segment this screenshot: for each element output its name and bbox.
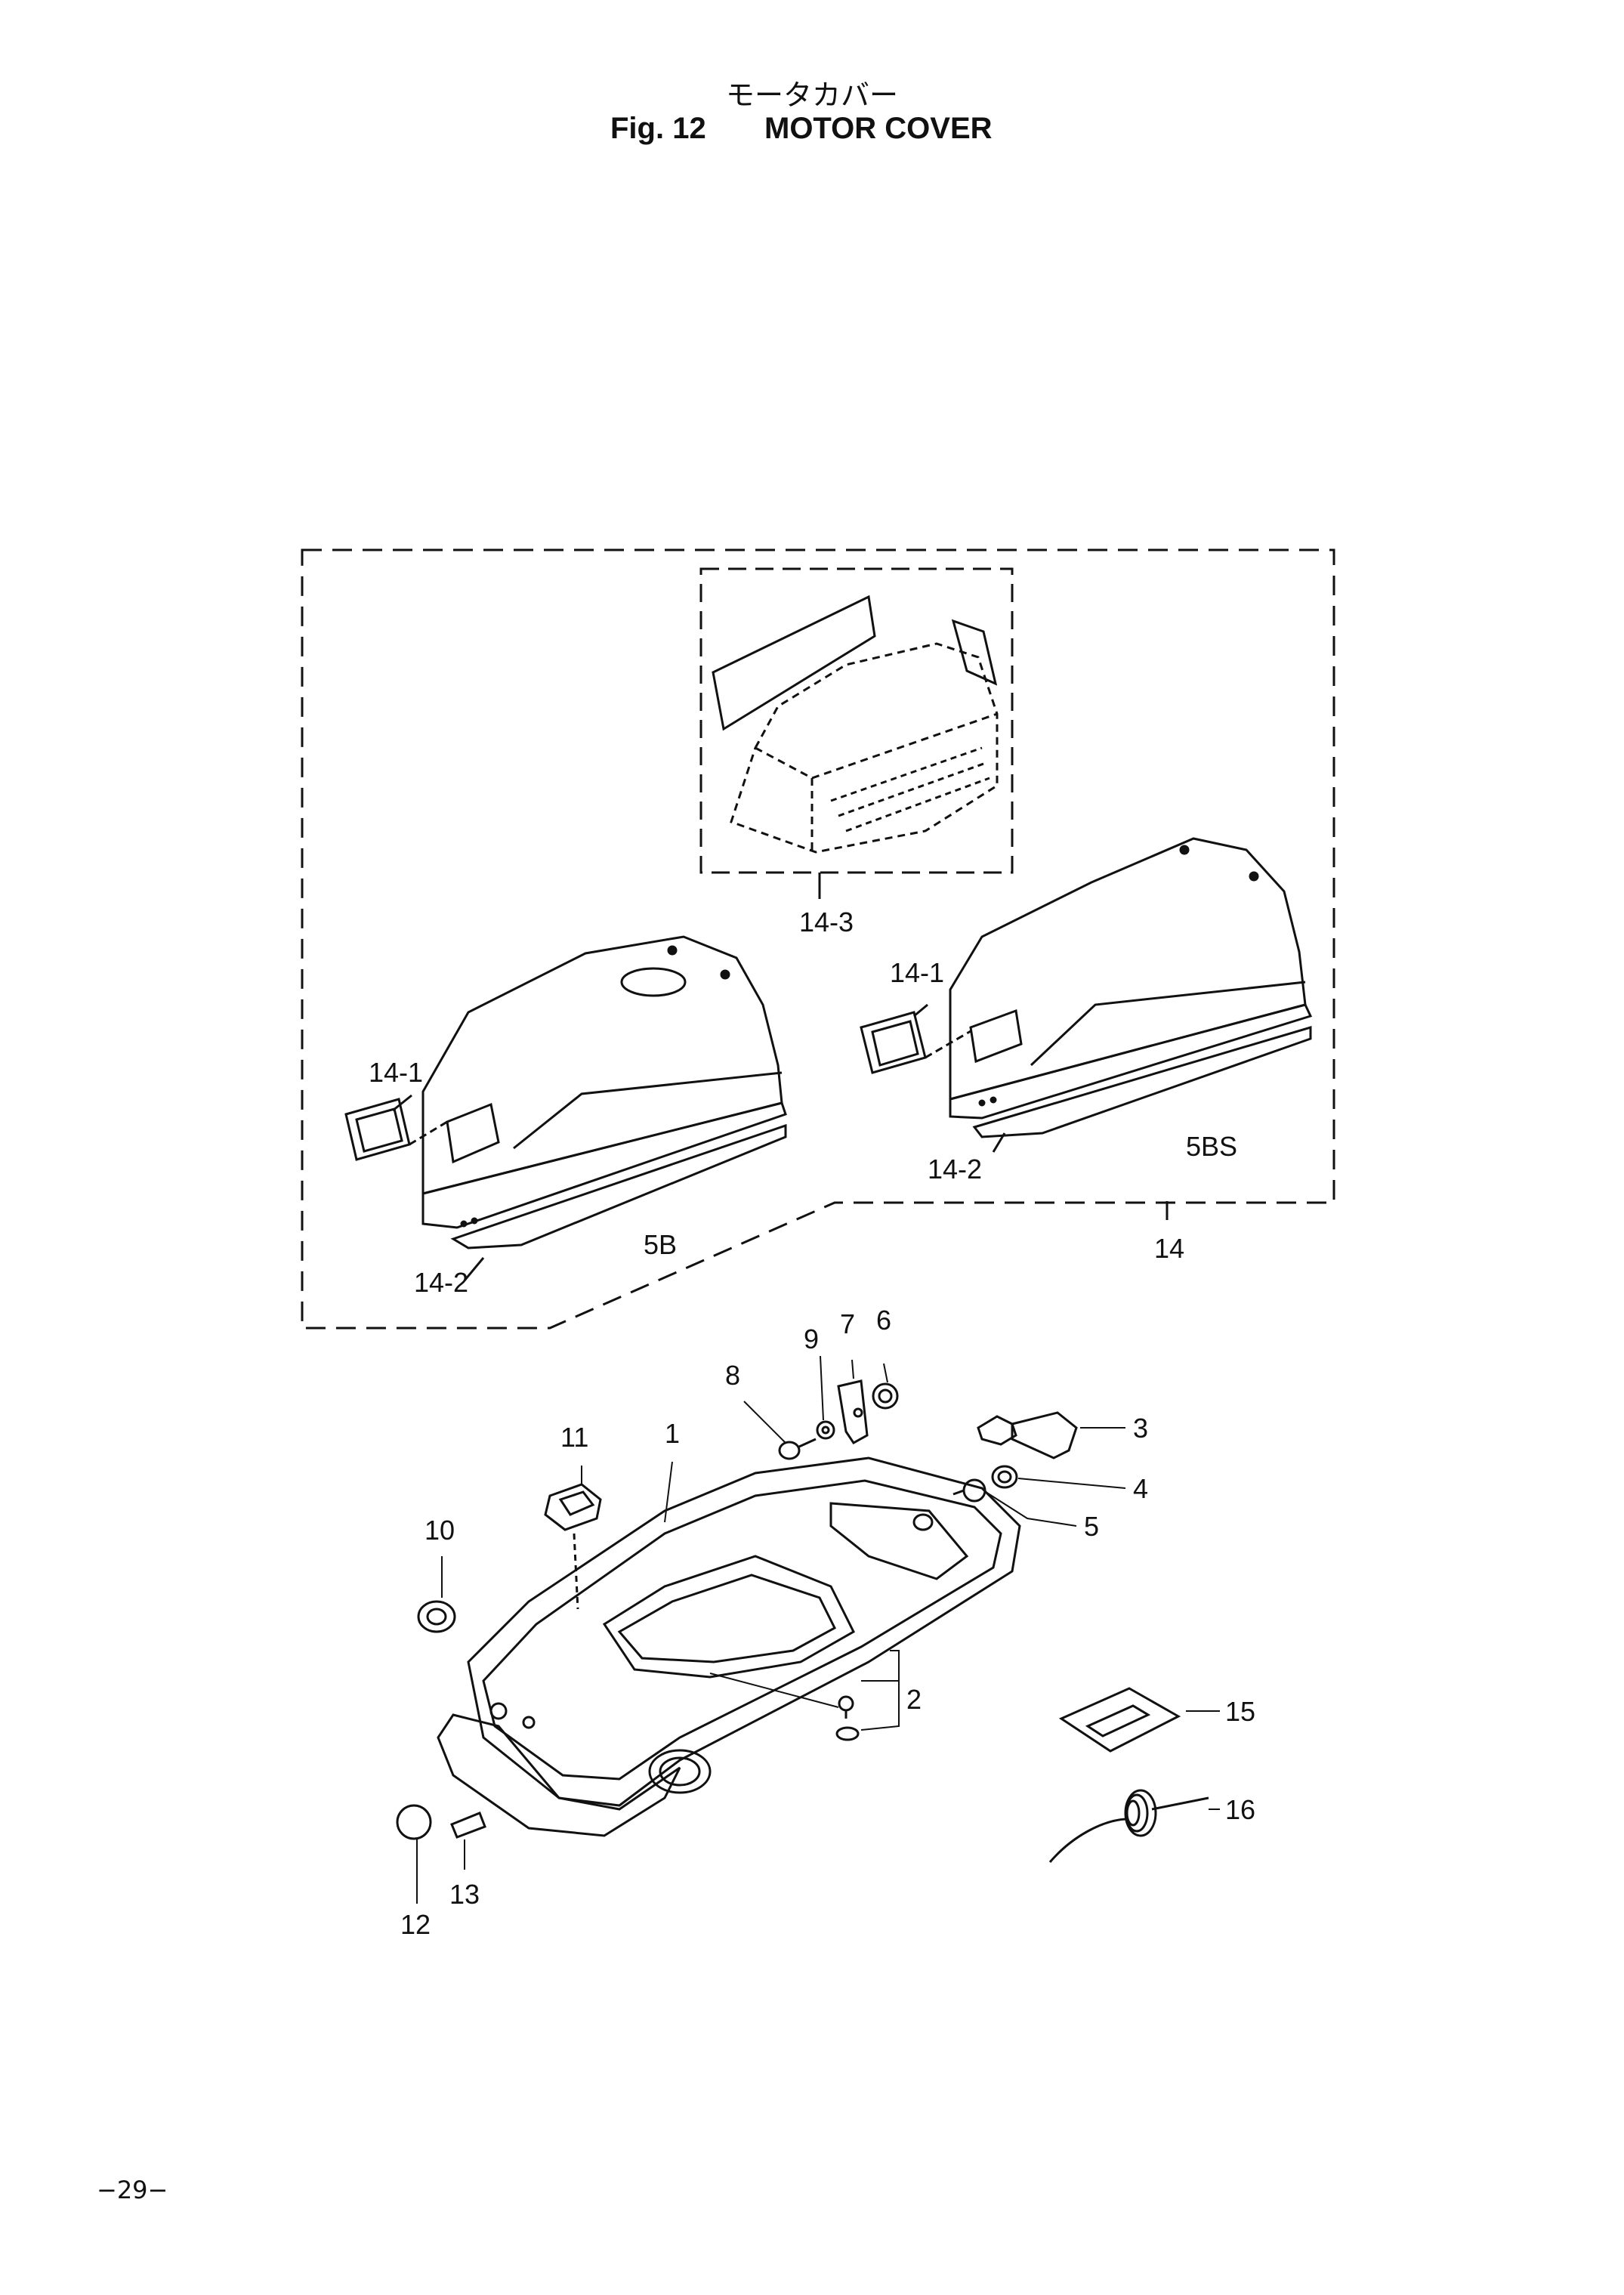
variant-label-left: 5B xyxy=(644,1229,677,1260)
leader-14-2-left xyxy=(463,1257,485,1281)
leader-14-1-right xyxy=(913,1003,928,1018)
grommet-14-1-left xyxy=(344,1098,448,1161)
part-8-bolt xyxy=(778,1438,817,1460)
figure-number: Fig. 12 xyxy=(610,112,706,145)
callout-14-1-left: 14-1 xyxy=(369,1057,423,1088)
callout-5: 5 xyxy=(1084,1511,1099,1542)
decal-set-boundary xyxy=(699,567,1014,874)
part-7-bracket xyxy=(837,1379,869,1444)
callout-14-2-left: 14-2 xyxy=(414,1267,468,1298)
callout-12: 12 xyxy=(400,1909,431,1940)
callout-6: 6 xyxy=(876,1305,891,1336)
figure-title: MOTOR COVER xyxy=(764,112,993,145)
callout-14-1-right: 14-1 xyxy=(890,957,944,988)
callout-4: 4 xyxy=(1133,1473,1148,1504)
part-5-collar xyxy=(952,1478,986,1503)
callout-14-3: 14-3 xyxy=(799,907,854,937)
part-2-screw-washer xyxy=(709,1673,860,1741)
motor-cover-5b xyxy=(421,935,787,1249)
callout-14-2-right: 14-2 xyxy=(928,1154,982,1185)
callout-1: 1 xyxy=(665,1418,680,1449)
callout-2: 2 xyxy=(906,1684,922,1715)
part-10-grommet xyxy=(417,1600,456,1633)
callout-10: 10 xyxy=(425,1515,455,1546)
part-16-cord xyxy=(1048,1789,1209,1863)
part-11-grommet xyxy=(544,1483,602,1610)
figure-title-japanese: モータカバー xyxy=(725,79,898,112)
callout-3: 3 xyxy=(1133,1413,1148,1444)
part-3-lever xyxy=(977,1411,1078,1459)
callout-9: 9 xyxy=(804,1324,819,1354)
part-6-oring xyxy=(872,1382,899,1410)
part-4-bushing xyxy=(991,1465,1018,1489)
grommet-14-1-right xyxy=(860,1011,971,1074)
motor-cover-5bs xyxy=(949,837,1313,1138)
part-15-manual xyxy=(1058,1687,1181,1753)
decal-set-illustration xyxy=(712,595,999,854)
variant-label-right: 5BS xyxy=(1186,1131,1237,1162)
page-number: −29− xyxy=(97,2176,168,2204)
callout-16: 16 xyxy=(1225,1794,1255,1825)
part-12-plug xyxy=(396,1804,432,1840)
callout-14: 14 xyxy=(1154,1233,1184,1264)
callout-11: 11 xyxy=(560,1422,588,1453)
leader-14-2-right xyxy=(992,1132,1006,1153)
part-9-washer xyxy=(816,1420,835,1440)
callout-13: 13 xyxy=(449,1879,480,1910)
callout-7: 7 xyxy=(840,1308,855,1339)
assembly-14-boundary xyxy=(301,548,1335,1330)
bottom-cowl-part-1 xyxy=(437,1456,1021,1837)
callout-leaders xyxy=(416,1355,1220,1904)
callout-8: 8 xyxy=(725,1360,740,1391)
callout-15: 15 xyxy=(1225,1696,1255,1727)
leader-14-1-left xyxy=(392,1094,412,1112)
part-13-plate xyxy=(450,1812,486,1839)
